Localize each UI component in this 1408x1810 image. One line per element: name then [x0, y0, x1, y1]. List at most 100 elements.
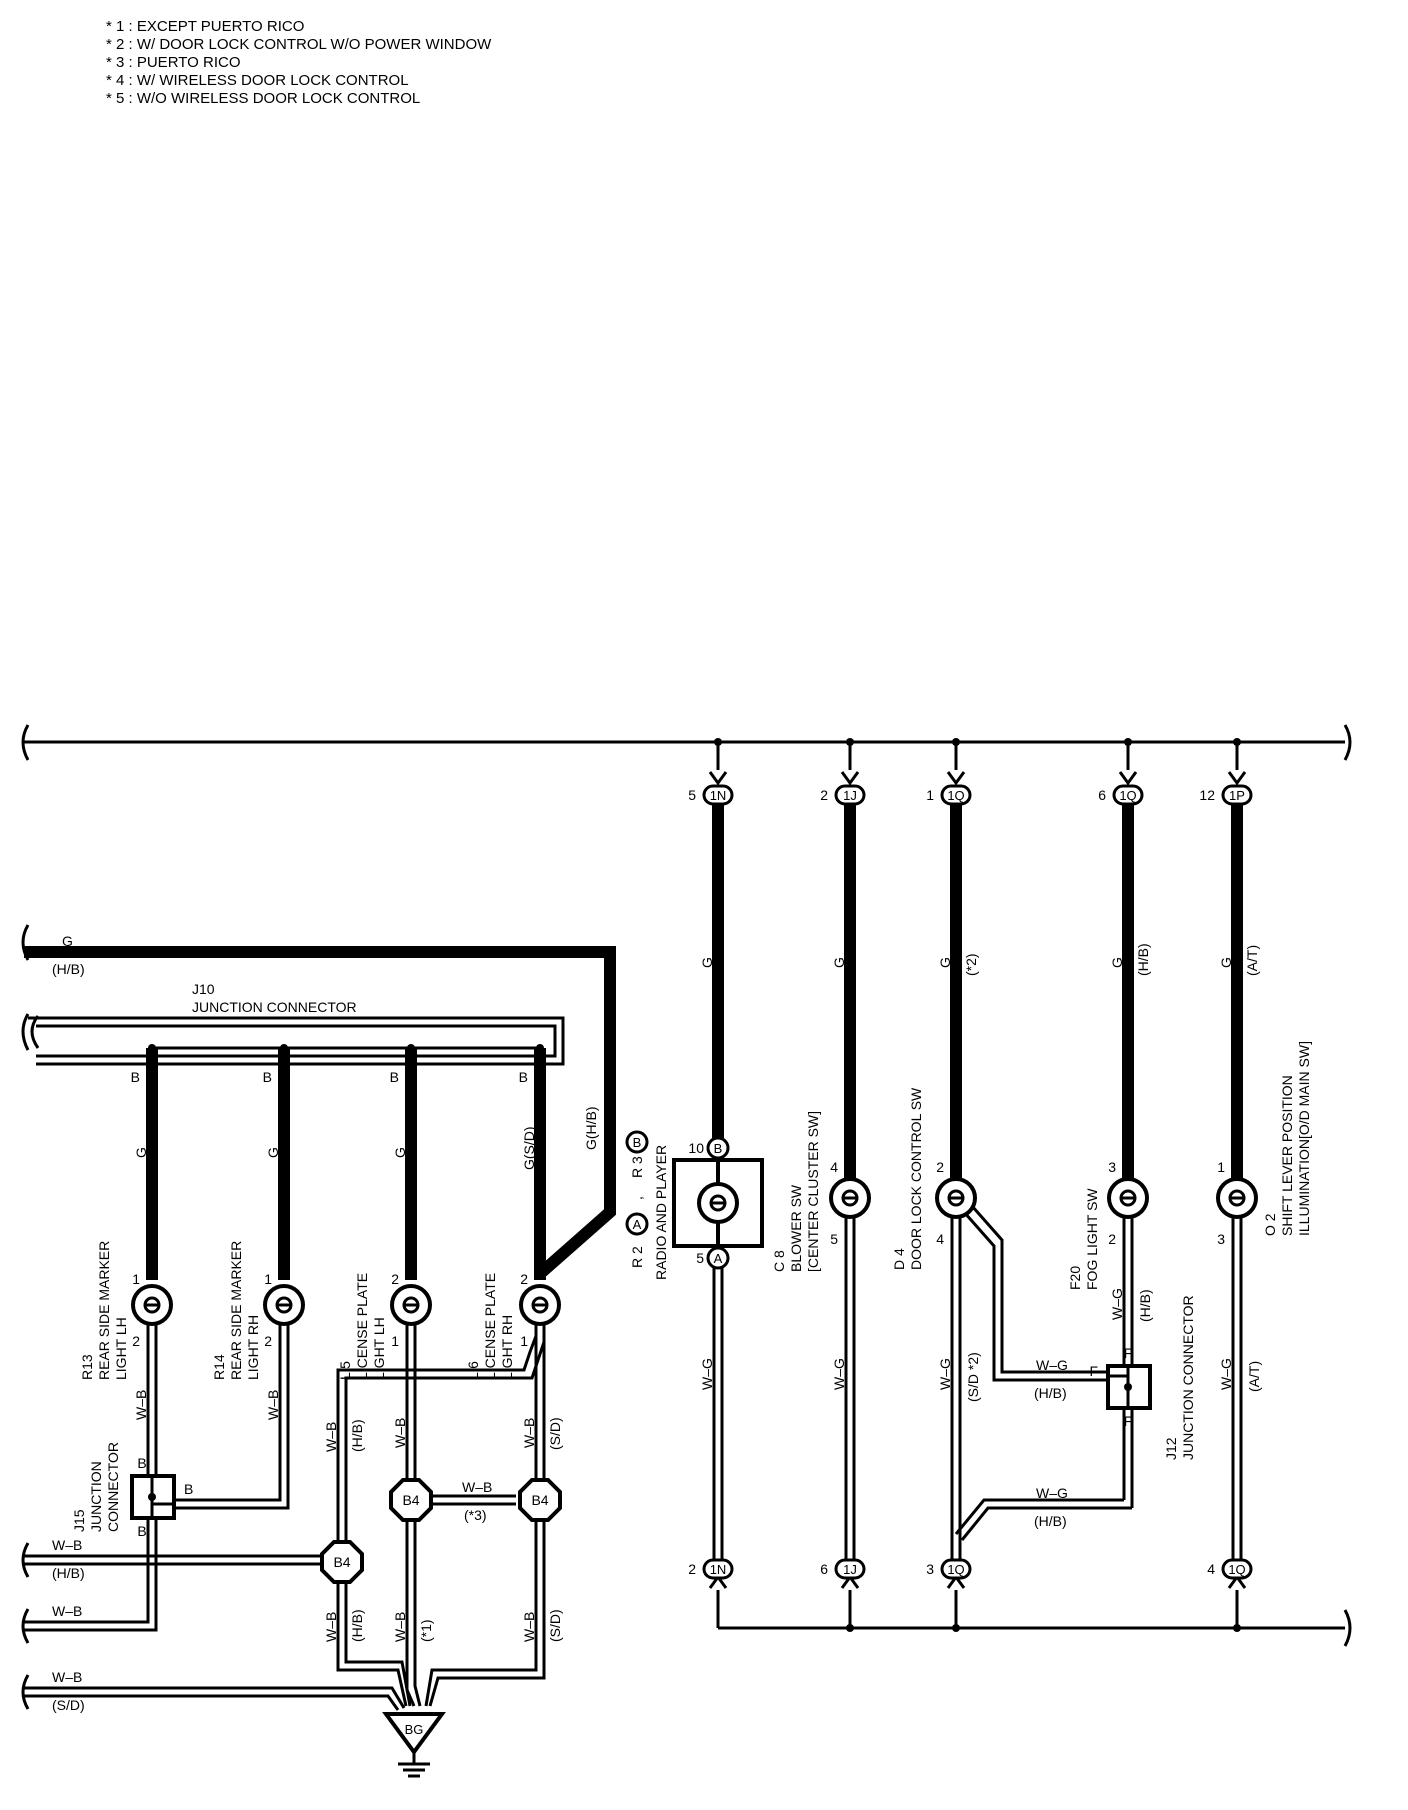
wire-color: W–B [52, 1603, 82, 1619]
component-name: RADIO AND PLAYER [653, 1145, 669, 1280]
blower-switch-c8: B 10 A 5 C 8 BLOWER SW [CENTER CLUSTER S… [672, 1111, 821, 1272]
pin-number: 1 [1217, 1159, 1225, 1175]
wire-color: W–B [392, 1612, 408, 1642]
connector-1N-bottom: 1N 2 [688, 1558, 734, 1580]
ground-label: BG [405, 1722, 424, 1737]
connector-1Q-bottom-a: 1Q 3 [926, 1558, 972, 1580]
g-hb-wire: G (H/B) G(H/B) [21, 924, 616, 1277]
pin-letter: B [184, 1481, 193, 1497]
bottom-wire-labels: W–G W–G W–G (S/D *2) W–G (H/B) W–G (A/T) [699, 1288, 1262, 1402]
pin-number: 2 [520, 1271, 528, 1287]
wire-option: (S/D *2) [965, 1352, 981, 1402]
wire-color: W–B [392, 1418, 408, 1448]
wire-option: (S/D) [547, 1417, 563, 1450]
wire-color: G(H/B) [583, 1106, 599, 1150]
wire-option: (H/B) [52, 1565, 85, 1581]
rear-side-marker-light-lh: 1 2 R13 REAR SIDE MARKER LIGHT LH [79, 1241, 173, 1380]
license-plate-light-rh: 2 1 L 6 LICENSE PLATE LIGHT RH [465, 1271, 561, 1380]
b4-connector-right: B4 [518, 1478, 562, 1522]
component-name-2: ILLUMINATION[O/D MAIN SW] [1296, 1041, 1312, 1236]
wire-color: W–B [521, 1418, 537, 1448]
pin-number: 1 [391, 1333, 399, 1349]
wire-color: W–B [323, 1612, 339, 1642]
pin-number: 5 [696, 1250, 704, 1266]
footnote-3: * 3 : PUERTO RICO [106, 54, 241, 71]
pin-letter: B [137, 1455, 146, 1471]
wire-option: (H/B) [1135, 943, 1151, 976]
footnote-1: * 1 : EXCEPT PUERTO RICO [106, 18, 305, 35]
component-name: LICENSE PLATE [354, 1273, 370, 1380]
connector-label: B4 [333, 1554, 350, 1570]
wire-option: (*3) [464, 1507, 487, 1523]
wire-color: W–B [521, 1612, 537, 1642]
wire-option: (S/D) [547, 1609, 563, 1642]
door-lock-switch-d4: 2 4 D 4 DOOR LOCK CONTROL SW [891, 1087, 977, 1270]
wire-color: W–G [831, 1358, 847, 1390]
connector-1N-top: 1N 5 [688, 784, 734, 806]
pin-number: 4 [830, 1159, 838, 1175]
wire-option: (H/B) [1137, 1289, 1153, 1322]
component-name: BLOWER SW [788, 1184, 804, 1272]
wire-color: W–B [52, 1537, 82, 1553]
pin-number: 5 [830, 1231, 838, 1247]
connector-label: B4 [402, 1492, 419, 1508]
shift-lever-illumination-o2: 1 3 O 2 SHIFT LEVER POSITION ILLUMINATIO… [1216, 1041, 1312, 1247]
component-name-2: LIGHT RH [245, 1315, 261, 1380]
pin-number: 2 [936, 1159, 944, 1175]
radio-and-player: B A R 3 , R 2 RADIO AND PLAYER [625, 1130, 669, 1280]
connector-1J-bottom: 1J 6 [820, 1558, 866, 1580]
component-name: FOG LIGHT SW [1084, 1188, 1100, 1290]
wire-color: G [392, 1147, 408, 1158]
component-name-2: [CENTER CLUSTER SW] [805, 1111, 821, 1272]
rear-side-marker-light-rh: 1 2 R14 REAR SIDE MARKER LIGHT RH [211, 1241, 305, 1380]
connector-label: 1Q [947, 788, 964, 803]
footnote-2: * 2 : W/ DOOR LOCK CONTROL W/O POWER WIN… [106, 36, 492, 53]
component-id: O 2 [1262, 1213, 1278, 1236]
wire-color: G [133, 1147, 149, 1158]
wire-color: W–B [265, 1390, 281, 1420]
connector-1Q-bottom-b: 1Q 4 [1207, 1558, 1253, 1580]
left-ground-wires [24, 1324, 546, 1711]
ground-wire-ends [21, 1542, 30, 1710]
connector-1Q-top-b: 1Q 6 [1098, 784, 1144, 806]
wire-option: (*1) [418, 1619, 434, 1642]
component-id: R13 [79, 1354, 95, 1380]
component-name: JUNCTION CONNECTOR [192, 999, 357, 1015]
wire-color: G [265, 1147, 281, 1158]
ground-point-bg: BG [382, 1712, 446, 1778]
wire-option: (H/B) [52, 961, 85, 977]
pin-letter: A [714, 1251, 723, 1266]
footnote-4: * 4 : W/ WIRELESS DOOR LOCK CONTROL [106, 72, 409, 89]
pin-letter: F [1089, 1363, 1098, 1379]
wire-option: (H/B) [1034, 1513, 1067, 1529]
pin-letter: B [390, 1069, 399, 1085]
connector-label: 1Q [1119, 788, 1136, 803]
wire-color: W–G [937, 1358, 953, 1390]
wire-color: G [1218, 957, 1234, 968]
connector-1P-top: 1P 12 [1199, 784, 1253, 806]
component-name-2: LIGHT LH [113, 1317, 129, 1380]
component-name: JUNCTION [88, 1461, 104, 1532]
component-name: LICENSE PLATE [482, 1273, 498, 1380]
pin-number: 10 [688, 1140, 704, 1156]
left-wire-labels: W–B W–B W–B (H/B) W–B W–B (S/D) W–B (*3)… [133, 1390, 563, 1642]
column-2-switch: 4 5 [829, 1159, 871, 1247]
component-id: F20 [1067, 1266, 1083, 1290]
wire-option: (A/T) [1244, 945, 1260, 976]
component-id: R 2 [629, 1246, 645, 1268]
connector-label: 1Q [947, 1562, 964, 1577]
wire-option: (S/D) [52, 1697, 85, 1713]
component-id: J15 [71, 1509, 87, 1532]
pin-number: 1 [264, 1271, 272, 1287]
component-id: J10 [192, 981, 215, 997]
wire-color: G [699, 957, 715, 968]
pin-letter: F [1124, 1345, 1133, 1361]
pin-number: 2 [264, 1333, 272, 1349]
wire-color: G [1109, 957, 1125, 968]
component-name: REAR SIDE MARKER [96, 1241, 112, 1380]
wire-option: (A/T) [1246, 1361, 1262, 1392]
wire-option: (H/B) [349, 1609, 365, 1642]
component-id: R14 [211, 1354, 227, 1380]
connector-label: 1J [843, 1562, 857, 1577]
